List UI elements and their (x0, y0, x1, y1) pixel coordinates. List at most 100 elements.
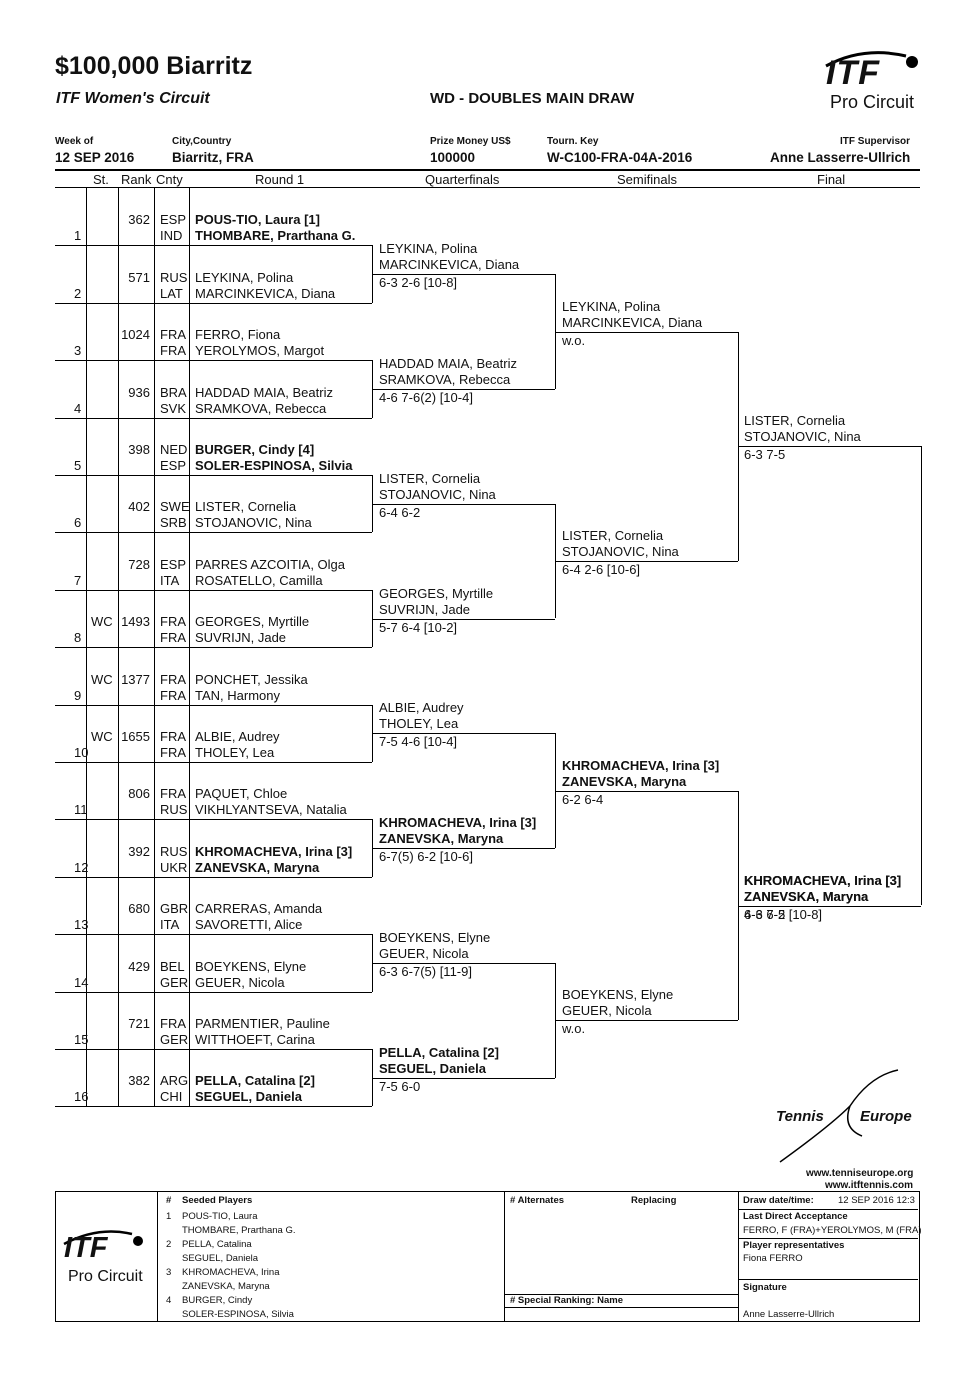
info-label-supervisor: ITF Supervisor (840, 136, 911, 147)
round1-line-13 (55, 934, 372, 936)
entry-rank: 398 (128, 442, 150, 457)
sf-connector-1 (738, 331, 739, 562)
entry-player-2: STOJANOVIC, Nina (195, 515, 312, 531)
url-itftennis: www.itftennis.com (825, 1180, 913, 1191)
entry-player-2: SAVORETTI, Alice (195, 917, 303, 933)
entry-rank: 721 (128, 1016, 150, 1031)
entry-country-2: FRA (160, 630, 186, 646)
sf-score: 6-2 6-4 (562, 791, 604, 807)
round1-line-16 (55, 1106, 372, 1108)
sf-line-2 (556, 561, 738, 563)
col-cnty: Cnty (156, 172, 183, 187)
draw-line-number: 1 (74, 228, 82, 244)
entry-country-2: FRA (160, 687, 186, 703)
qf-player-2: GEUER, Nicola (379, 945, 469, 961)
winner-player-2: ZANEVSKA, Maryna (744, 888, 869, 904)
winner-score: 6-3 6-2 (744, 906, 786, 922)
info-value-city: Biarritz, FRA (172, 150, 254, 165)
seed-player: KHROMACHEVA, Irina (182, 1267, 280, 1278)
draw-line-number: 13 (74, 917, 89, 933)
qf-line-7 (373, 962, 555, 964)
entry-rank: 728 (128, 556, 150, 572)
entry-player-1: PELLA, Catalina [2] (195, 1073, 315, 1089)
itf-logo-text: ITF (826, 54, 880, 92)
draw-date-label: Draw date/time: (743, 1195, 814, 1206)
draw-title: WD - DOUBLES MAIN DRAW (430, 90, 635, 107)
qf-score: 6-3 6-7(5) [11-9] (379, 963, 472, 979)
entry-player-1: KHROMACHEVA, Irina [3] (195, 843, 353, 859)
entry-player-1: HADDAD MAIA, Beatriz (195, 384, 333, 400)
entry-country-2: GER (160, 1032, 189, 1047)
entry-player-2: WITTHOEFT, Carina (195, 1032, 315, 1047)
footer-right-rule-3 (738, 1279, 918, 1280)
winner-player-1: KHROMACHEVA, Irina [3] (744, 872, 902, 888)
sig-value: Anne Lasserre-Ullrich (743, 1309, 835, 1320)
itf-logo-footer: ITF Pro Circuit (60, 1228, 155, 1298)
entry-rank: 1655 (121, 729, 150, 744)
entry-country-1: RUS (160, 843, 188, 859)
itf-arc-icon (825, 51, 918, 68)
qf-player-1: LEYKINA, Polina (379, 241, 478, 257)
col-sf: Semifinals (617, 172, 677, 187)
draw-line-number: 12 (74, 859, 89, 875)
column-header-rule (55, 187, 920, 188)
entry-country-2: CHI (160, 1089, 183, 1105)
col-qf: Quarterfinals (425, 172, 500, 187)
special-ranking-rule (504, 1294, 738, 1295)
info-label-key: Tourn. Key (547, 136, 599, 147)
r1-connector-8 (372, 1049, 373, 1107)
round1-line-9 (55, 704, 372, 706)
draw-line-number: 10 (74, 745, 89, 760)
entry-country-1: FRA (160, 786, 186, 802)
itf-logo-top: ITF Pro Circuit (818, 48, 924, 118)
final-player-2: STOJANOVIC, Nina (744, 429, 861, 445)
seed-player: POUS-TIO, Laura (182, 1211, 258, 1222)
sf-line-1 (556, 331, 738, 333)
qf-player-1: BOEYKENS, Elyne (379, 929, 491, 945)
sf-player-2: ZANEVSKA, Maryna (562, 773, 687, 789)
qf-player-1: PELLA, Catalina [2] (379, 1044, 499, 1060)
entry-rank: 571 (128, 269, 150, 285)
seed-number: 1 (166, 1211, 172, 1222)
entry-country-2: GER (160, 974, 189, 990)
qf-player-2: THOLEY, Lea (379, 716, 459, 732)
entry-country-1: FRA (160, 614, 186, 630)
alternates-title: # Alternates (510, 1195, 565, 1206)
sf-player-1: KHROMACHEVA, Irina [3] (562, 757, 720, 773)
tennis-europe-logo: Tennis Europe (770, 1066, 930, 1166)
round1-line-11 (55, 819, 372, 821)
sf-player-2: GEUER, Nicola (562, 1003, 652, 1019)
info-label-prize: Prize Money US$ (430, 136, 511, 147)
replacing-title: Replacing (631, 1195, 677, 1206)
qf-score: 6-7(5) 6-2 [10-6] (379, 849, 473, 865)
qf-player-1: HADDAD MAIA, Beatriz (379, 355, 517, 371)
rep-value: Fiona FERRO (743, 1253, 803, 1264)
entry-player-2: YEROLYMOS, Margot (195, 343, 325, 359)
tennis-europe-text-left: Tennis (776, 1108, 824, 1125)
rep-label: Player representatives (743, 1240, 845, 1251)
sf-player-1: LEYKINA, Polina (562, 298, 661, 314)
round1-line-6 (55, 532, 372, 534)
draw-line-number: 15 (74, 1032, 89, 1047)
sf-line-4 (556, 1020, 738, 1022)
entry-country-2: FRA (160, 343, 186, 359)
qf-connector-2 (555, 503, 556, 619)
draw-line-number: 5 (74, 458, 82, 473)
round1-line-5 (55, 475, 372, 476)
qf-score: 6-3 2-6 [10-8] (379, 275, 458, 291)
round1-line-4 (55, 417, 372, 419)
entry-country-1: SWE (160, 499, 190, 515)
sf-score: w.o. (562, 1021, 586, 1037)
header-rule (55, 169, 920, 171)
seeded-title: Seeded Players (182, 1195, 253, 1206)
entry-player-2: MARCINKEVICA, Diana (195, 285, 336, 301)
qf-player-2: SEGUEL, Daniela (379, 1060, 486, 1076)
entry-country-1: FRA (160, 327, 186, 343)
sf-score: 6-4 2-6 [10-6] (562, 562, 641, 578)
entry-player-1: PONCHET, Jessika (195, 671, 308, 687)
r1-connector-7 (372, 934, 373, 992)
draw-line-number: 8 (74, 630, 82, 646)
entry-country-2: SVK (160, 400, 187, 416)
entry-player-2: SOLER-ESPINOSA, Silvia (195, 458, 353, 473)
qf-score: 5-7 6-4 [10-2] (379, 619, 458, 635)
